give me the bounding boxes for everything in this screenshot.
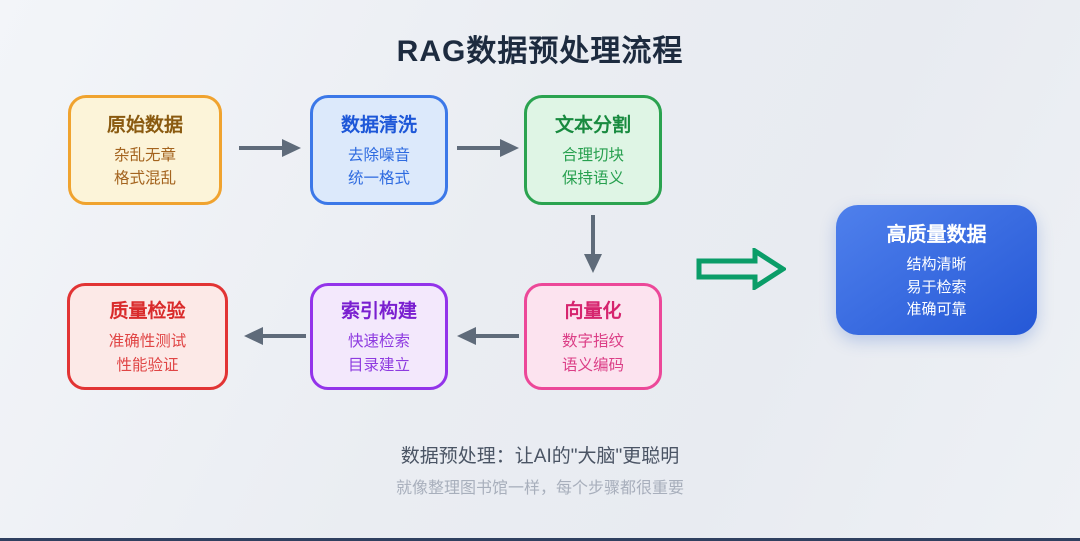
node-line: 保持语义 bbox=[561, 170, 624, 187]
result-node-high-quality-data: 高质量数据 结构清晰 易于检索 准确可靠 bbox=[836, 205, 1037, 335]
arrow-down-icon bbox=[584, 215, 602, 273]
arrow-left-icon bbox=[457, 327, 519, 345]
flow-node-vectorize: 向量化 数字指纹 语义编码 bbox=[524, 283, 662, 390]
arrow-right-icon bbox=[457, 139, 519, 157]
block-arrow-right-icon bbox=[696, 248, 786, 290]
node-line: 语义编码 bbox=[561, 356, 624, 374]
page-title: RAG数据预处理流程 bbox=[396, 35, 684, 68]
flow-node-index-build: 索引构建 快速检索 目录建立 bbox=[310, 283, 448, 390]
caption-sub: 就像整理图书馆一样，每个步骤都很重要 bbox=[395, 480, 684, 497]
node-line: 目录建立 bbox=[347, 356, 410, 374]
node-line: 准确可靠 bbox=[906, 301, 967, 319]
node-title: 文本分割 bbox=[554, 114, 631, 136]
flow-node-text-split: 文本分割 合理切块 保持语义 bbox=[524, 95, 662, 205]
node-title: 索引构建 bbox=[340, 301, 417, 323]
node-line: 去除噪音 bbox=[347, 146, 410, 164]
node-line: 结构清晰 bbox=[906, 256, 967, 274]
node-title: 高质量数据 bbox=[886, 224, 987, 247]
node-title: 原始数据 bbox=[106, 114, 183, 136]
node-line: 快速检索 bbox=[347, 333, 410, 351]
arrow-left-icon bbox=[244, 327, 306, 345]
node-title: 向量化 bbox=[564, 301, 622, 323]
node-title: 数据清洗 bbox=[340, 114, 417, 136]
node-line: 统一格式 bbox=[347, 170, 410, 187]
bottom-edge-bar bbox=[0, 538, 1080, 541]
node-line: 数字指纹 bbox=[561, 333, 624, 351]
node-line: 杂乱无章 bbox=[113, 146, 176, 164]
node-title: 质量检验 bbox=[109, 301, 186, 323]
node-line: 格式混乱 bbox=[113, 170, 176, 187]
node-line: 准确性测试 bbox=[108, 333, 187, 351]
node-line: 易于检索 bbox=[906, 278, 967, 296]
node-line: 合理切块 bbox=[561, 146, 624, 164]
flow-node-quality-check: 质量检验 准确性测试 性能验证 bbox=[67, 283, 228, 390]
flow-node-data-clean: 数据清洗 去除噪音 统一格式 bbox=[310, 95, 448, 205]
flow-node-raw-data: 原始数据 杂乱无章 格式混乱 bbox=[68, 95, 222, 205]
caption-main: 数据预处理：让AI的"大脑"更聪明 bbox=[400, 446, 680, 467]
arrow-right-icon bbox=[239, 139, 301, 157]
node-line: 性能验证 bbox=[116, 356, 179, 374]
